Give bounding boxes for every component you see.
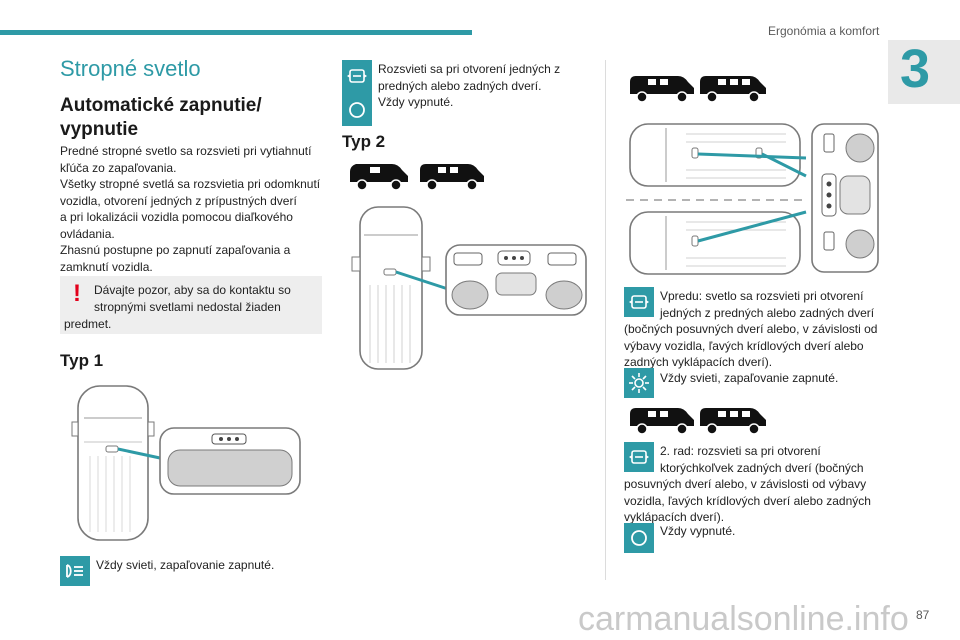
warning-line: predmet. [64,317,112,331]
icon-divider [342,92,372,94]
typ2-heading: Typ 2 [342,132,386,151]
intro-line: a pri lokalizácii vozidla pomocou diaľko… [60,210,293,224]
second-row-line: vyklápacích dverí). [624,510,725,524]
section-title: Ergonómia a komfort [768,24,880,38]
front-light-text: Vpredu: svetlo sa rozsvieti pri otvorení… [624,288,886,371]
warning-icon: ! [73,280,81,307]
front-line: jedných z predných alebo zadných dverí [660,305,875,320]
door-open-icon [624,442,654,472]
always-on-text: Vždy svieti, zapaľovanie zapnuté. [660,371,839,385]
intro-line: vozidla, otvorení jedných z prípustných … [60,193,297,208]
front-line: výbavy vozidla, ľavých krídlových dverí … [624,338,864,353]
front-line: (bočných posuvných dverí alebo, v závisl… [624,322,878,336]
van-icons [350,164,484,191]
sun-icon [624,368,654,398]
typ2-item-a-text: Rozsvieti sa pri otvorení jedných z pred… [378,61,560,94]
intro-line: Všetky stropné svetlá sa rozsvietia pri … [60,177,321,191]
circle-off-icon [624,523,654,553]
typ1-item-text: Vždy svieti, zapaľovanie zapnuté. [96,558,275,572]
section-heading-line2: vypnutie [60,119,139,140]
warning-text: Dávajte pozor, aby sa do kontaktu so str… [94,282,314,315]
typ1-lamp-icon [60,556,90,586]
section-heading: Automatické zapnutie/ vypnutie [60,94,310,142]
door-open-icon [342,60,372,92]
van-icons-bottom [630,408,766,435]
warning-line: Dávajte pozor, aby sa do kontaktu so [94,283,291,297]
door-open-icon [624,287,654,317]
second-row-line: ktorýchkoľvek zadných dverí (bočných [660,460,864,475]
two-row-ceiling-light-illustration [626,123,879,275]
page-title: Stropné svetlo [60,56,201,81]
typ1-heading: Typ 1 [60,351,104,370]
front-line: zadných vyklápacích dverí). [624,355,773,369]
typ1-ceiling-light-illustration [71,385,301,541]
front-line: Vpredu: svetlo sa rozsvieti pri otvorení [660,289,864,303]
intro-paragraph: Predné stropné svetlo sa rozsvieti pri v… [60,143,325,275]
second-row-line: 2. rad: rozsvieti sa pri otvorení [660,444,821,458]
intro-line: Predné stropné svetlo sa rozsvieti pri v… [60,144,312,158]
intro-line: Zhasnú postupne po zapnutí zapaľovania a [60,243,291,257]
intro-line: zamknutí vozidla. [60,259,153,274]
warning-line: stropnými svetlami nedostal žiaden [94,299,281,314]
circle-off-icon [342,94,372,126]
typ2-item-a-line: Rozsvieti sa pri otvorení jedných z [378,62,561,76]
typ2-item-a-line: predných alebo zadných dverí. [378,78,542,93]
van-icons-top [630,76,766,103]
always-off-text: Vždy vypnuté. [660,524,736,538]
page-number: 87 [916,608,930,622]
header-accent-bar [0,30,472,35]
warning-box [60,276,322,334]
section-heading-line1: Automatické zapnutie/ [60,95,262,116]
typ2-item-b-text: Vždy vypnuté. [378,95,454,109]
second-row-line: vozidla, ľavých krídlových dverí alebo z… [624,493,871,508]
column-divider [605,60,606,580]
chapter-tab [888,40,960,104]
intro-line: ovládania. [60,226,115,241]
chapter-number: 3 [900,39,931,99]
intro-line: kľúča zo zapaľovania. [60,160,177,175]
typ2-ceiling-light-illustration [351,206,587,370]
second-row-text: 2. rad: rozsvieti sa pri otvorení ktorýc… [624,443,886,526]
second-row-line: posuvných dverí alebo, v závislosti od v… [624,477,867,491]
watermark: carmanualsonline.info [578,600,909,638]
